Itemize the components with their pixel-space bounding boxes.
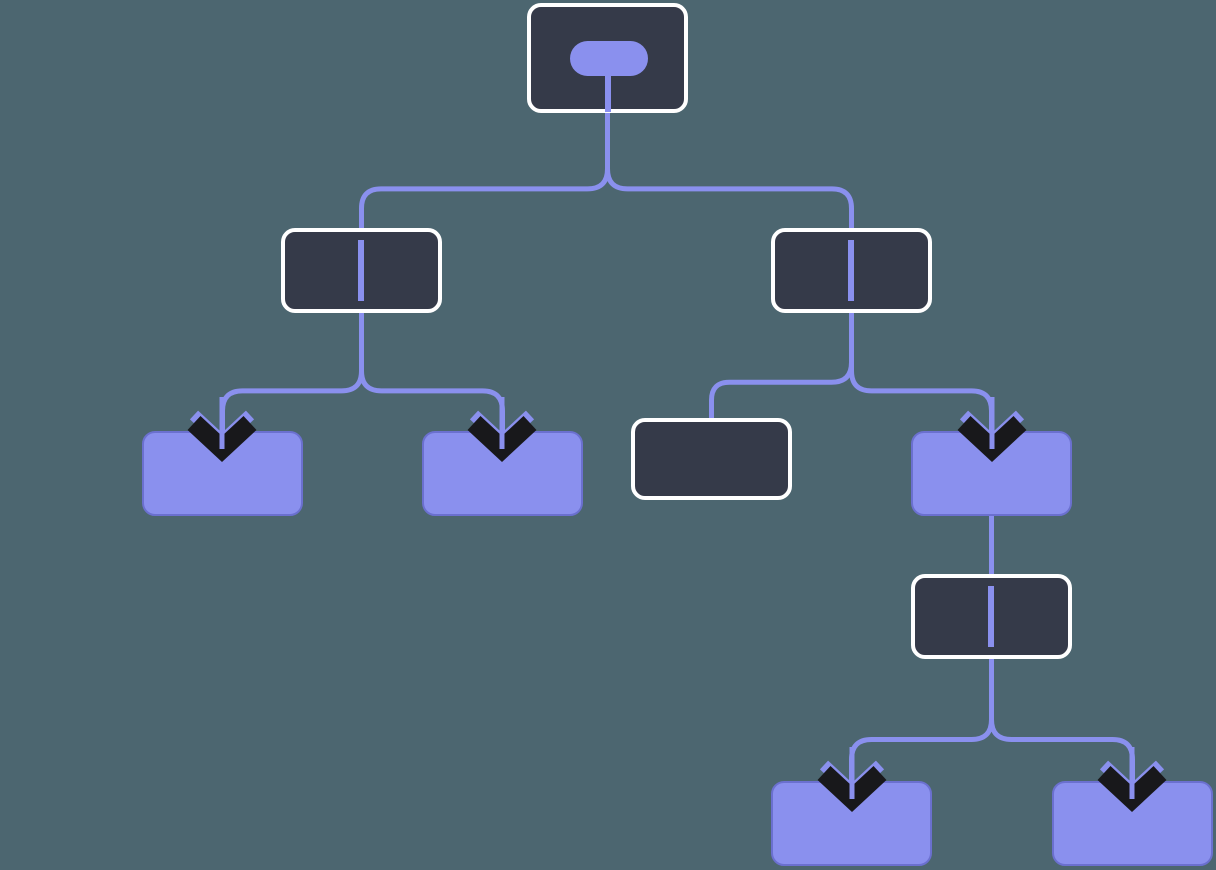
node-l1-left[interactable]: [281, 228, 442, 313]
node-l2-c[interactable]: [631, 418, 792, 500]
edge-root-to-l1-left: [359, 113, 610, 228]
edge-l1-right-to-l2-c: [709, 313, 854, 418]
node-inner-pill: [570, 41, 648, 76]
node-inner-bar: [988, 586, 994, 647]
node-l1-right[interactable]: [771, 228, 932, 313]
arrowhead-stem: [849, 747, 855, 799]
arrowhead-stem: [989, 397, 995, 449]
nodes-layer: [142, 3, 1213, 866]
arrowhead-l2-d: [957, 397, 1027, 462]
node-inner-stem: [605, 76, 611, 112]
arrowhead-l2-b: [467, 397, 537, 462]
node-body-dark[interactable]: [631, 418, 792, 500]
node-l3-a[interactable]: [911, 574, 1072, 659]
arrowhead-l4-a: [817, 747, 887, 812]
arrowhead-l4-b: [1097, 747, 1167, 812]
arrowheads-layer: [187, 397, 1167, 812]
arrowhead-stem: [219, 397, 225, 449]
node-inner-bar: [358, 240, 364, 301]
node-inner-bar: [848, 240, 854, 301]
arrowhead-stem: [1129, 747, 1135, 799]
arrowhead-l2-a: [187, 397, 257, 462]
node-root[interactable]: [527, 3, 688, 113]
edge-root-to-l1-right: [605, 113, 854, 228]
arrowhead-stem: [499, 397, 505, 449]
